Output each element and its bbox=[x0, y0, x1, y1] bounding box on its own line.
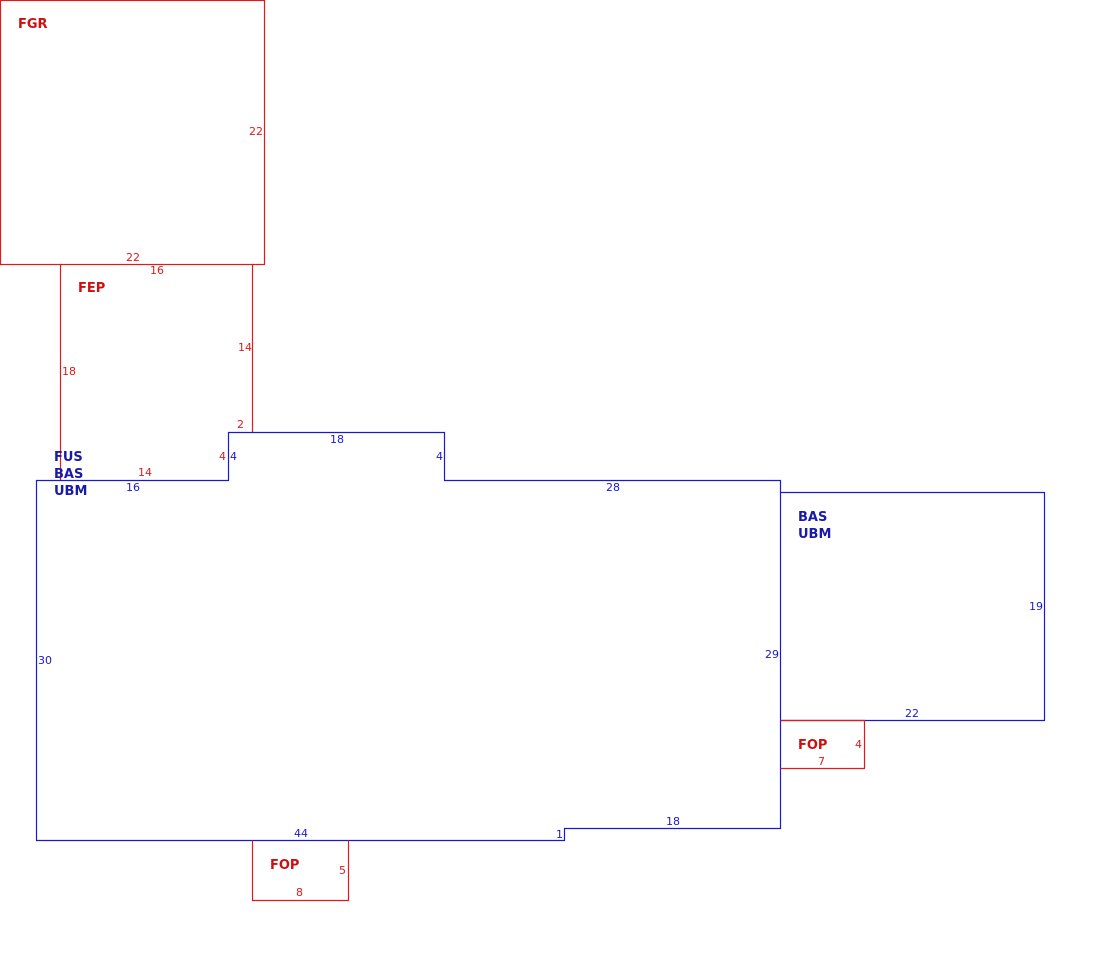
front-porch-outline bbox=[251, 840, 350, 902]
main-house-area: FUS BAS UBM 16 4 18 4 28 30 29 18 1 44 bbox=[35, 431, 782, 842]
wing-area: BAS UBM 19 22 bbox=[780, 491, 1046, 722]
enclosed-porch-step-dimension: 2 bbox=[237, 418, 244, 431]
wing-bottom-dimension: 22 bbox=[905, 707, 919, 720]
enclosed-porch-area: 16 FEP 14 18 2 4 14 bbox=[59, 264, 254, 481]
front-porch-area: FOP 5 8 bbox=[251, 840, 350, 902]
side-porch-label: FOP bbox=[798, 738, 827, 753]
main-house-code-ubm: UBM bbox=[54, 484, 87, 499]
enclosed-porch-label: FEP bbox=[78, 281, 105, 296]
wing-outline bbox=[780, 491, 1046, 722]
main-house-left-dimension: 30 bbox=[38, 654, 52, 667]
main-house-step-dimension: 1 bbox=[556, 828, 563, 841]
main-house-bottom-right-dimension: 18 bbox=[666, 815, 680, 828]
garage-area: FGR 22 22 bbox=[0, 0, 266, 266]
main-house-top-mid-dimension: 18 bbox=[330, 433, 344, 446]
main-house-code-bas: BAS bbox=[54, 467, 83, 482]
enclosed-porch-outline bbox=[59, 264, 254, 481]
main-house-bottom-dimension: 44 bbox=[294, 827, 308, 840]
side-porch-bottom-dimension: 7 bbox=[818, 755, 825, 768]
main-house-top-left-dimension: 16 bbox=[126, 481, 140, 494]
main-house-top-right-dimension: 28 bbox=[606, 481, 620, 494]
garage-label: FGR bbox=[18, 17, 48, 32]
enclosed-porch-right-dimension: 14 bbox=[238, 341, 252, 354]
front-porch-label: FOP bbox=[270, 858, 299, 873]
garage-right-dimension: 22 bbox=[249, 125, 263, 138]
main-house-code-fus: FUS bbox=[54, 450, 83, 465]
side-porch-right-dimension: 4 bbox=[855, 738, 862, 751]
enclosed-porch-left-dimension: 18 bbox=[62, 365, 76, 378]
wing-code-bas: BAS bbox=[798, 510, 827, 525]
wing-code-ubm: UBM bbox=[798, 527, 831, 542]
wing-right-dimension: 19 bbox=[1029, 600, 1043, 613]
side-porch-area: FOP 4 7 bbox=[780, 719, 866, 770]
side-porch-outline bbox=[780, 719, 866, 770]
garage-outline bbox=[0, 0, 266, 266]
main-house-notch-right-dimension: 4 bbox=[436, 450, 443, 463]
enclosed-porch-top-dimension: 16 bbox=[150, 264, 164, 277]
enclosed-porch-notch-dimension: 4 bbox=[219, 450, 226, 463]
front-porch-bottom-dimension: 8 bbox=[296, 886, 303, 899]
front-porch-right-dimension: 5 bbox=[339, 864, 346, 877]
garage-bottom-dimension: 22 bbox=[126, 251, 140, 264]
enclosed-porch-bottom-dimension: 14 bbox=[138, 466, 152, 479]
main-house-right-dimension: 29 bbox=[765, 648, 779, 661]
main-house-outline bbox=[35, 431, 782, 842]
main-house-notch-left-dimension: 4 bbox=[230, 450, 237, 463]
